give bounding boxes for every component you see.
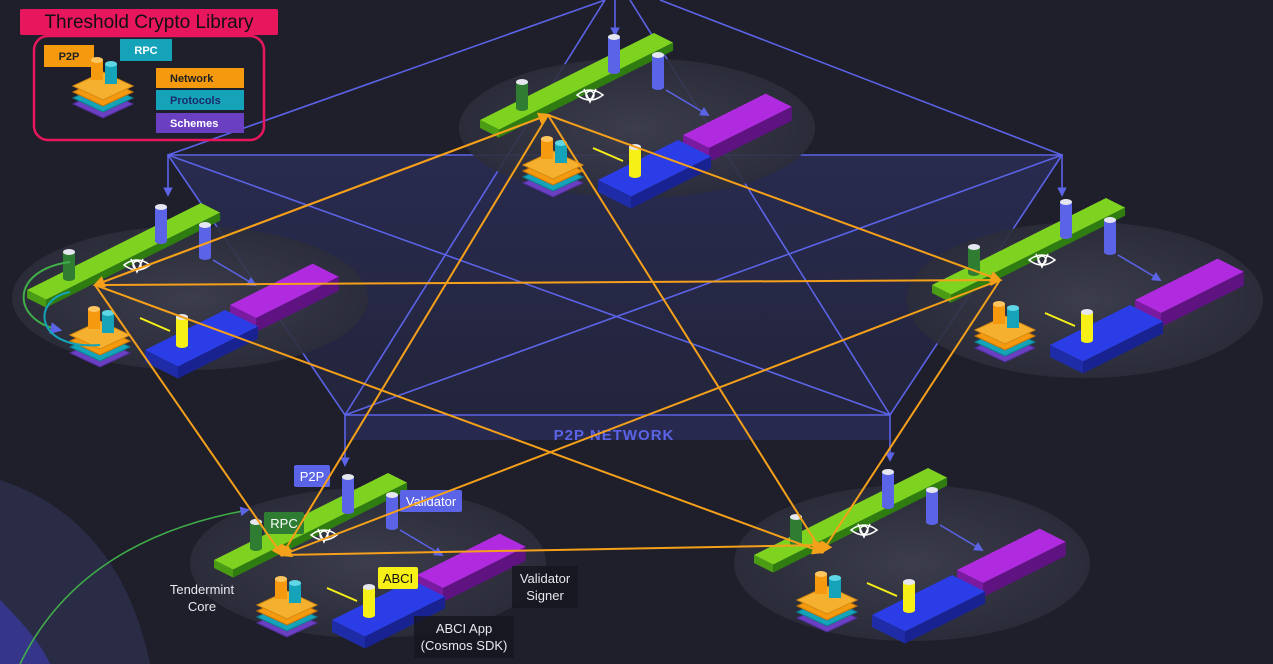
eye-logo-icon xyxy=(1027,253,1057,269)
abci-app-block xyxy=(872,574,986,644)
client-rpc-arrow xyxy=(19,506,250,664)
legend: Threshold Crypto Library P2P RPC Network… xyxy=(20,9,278,142)
legend-p2p-box xyxy=(44,45,94,67)
abci-app-block xyxy=(332,579,446,649)
legend-rpc-box xyxy=(120,39,172,61)
validator-signer-bg xyxy=(512,566,578,608)
layer-stack-icon xyxy=(521,136,585,198)
validator-callout: Validator xyxy=(406,494,457,509)
abci-app-block xyxy=(1050,304,1164,374)
abci-cylinder-icon xyxy=(1081,309,1093,343)
legend-network-label: Network xyxy=(170,73,214,85)
rpc-cylinder-icon xyxy=(63,249,75,281)
p2p-cylinder-icon xyxy=(608,34,620,74)
abci-app-label-line2: (Cosmos SDK) xyxy=(421,638,508,653)
abci-app-block xyxy=(145,309,259,379)
signer-arrow xyxy=(939,524,984,551)
legend-protocols-label: Protocols xyxy=(170,95,221,107)
validator-callout-box xyxy=(400,490,462,512)
validator-node xyxy=(734,468,1090,644)
legend-protocols-box xyxy=(156,90,244,110)
tendermint-core-label-line2: Core xyxy=(188,599,216,614)
abci-callout: ABCI xyxy=(383,571,413,586)
abci-arrow xyxy=(139,317,171,332)
consensus-links xyxy=(92,112,1003,558)
p2p-cylinder-icon xyxy=(342,474,354,514)
p2p-callout-box xyxy=(294,465,330,487)
validator-node xyxy=(459,33,815,209)
abci-arrow xyxy=(326,587,358,602)
signer-arrow xyxy=(212,259,257,286)
abci-arrow xyxy=(1044,312,1076,327)
validator-signer-label-line2: Signer xyxy=(526,588,564,603)
p2p-callout: P2P xyxy=(300,469,325,484)
legend-frame xyxy=(32,34,266,142)
rpc-loop-arrow xyxy=(22,261,71,334)
abci-cylinder-icon xyxy=(903,579,915,613)
validator-node xyxy=(12,203,368,379)
rpc-cylinder-icon xyxy=(968,244,980,276)
validator-cylinder-icon xyxy=(926,487,938,525)
legend-rpc-label: RPC xyxy=(134,45,157,57)
eye-logo-icon xyxy=(849,523,879,539)
background-corner xyxy=(0,600,50,664)
layer-stack-icon xyxy=(255,576,319,638)
validator-cylinder-icon xyxy=(1104,217,1116,255)
abci-cylinder-icon xyxy=(363,584,375,618)
validator-nodes xyxy=(12,33,1263,649)
abci-app-bg xyxy=(414,616,514,658)
layer-stack-icon xyxy=(973,301,1037,363)
signer-arrow xyxy=(665,89,710,116)
abci-arrow xyxy=(866,582,898,597)
callouts: P2P RPC Validator ABCI Tendermint Core V… xyxy=(170,465,578,658)
p2p-cylinder-icon xyxy=(882,469,894,509)
legend-schemes-label: Schemes xyxy=(170,118,218,130)
title-banner xyxy=(20,9,278,35)
page-title: Threshold Crypto Library xyxy=(44,12,254,33)
abci-callout-box xyxy=(378,567,418,589)
p2p-loop-arrow xyxy=(43,291,101,347)
legend-network-box xyxy=(156,68,244,88)
rpc-callout-box xyxy=(264,512,304,534)
legend-p2p-label: P2P xyxy=(59,51,80,63)
p2p-cylinder-icon xyxy=(155,204,167,244)
layer-stack-icon xyxy=(795,571,859,633)
abci-app-label-line1: ABCI App xyxy=(436,621,492,636)
p2p-cylinder-icon xyxy=(1060,199,1072,239)
network-label: P2P NETWORK xyxy=(554,427,675,444)
layer-stack-icon xyxy=(71,57,135,119)
validator-cylinder-icon xyxy=(386,492,398,530)
abci-arrow xyxy=(592,147,624,162)
validator-node xyxy=(190,473,546,649)
layer-stack-icon xyxy=(68,306,132,368)
tendermint-core-label-line1: Tendermint xyxy=(170,582,235,597)
validator-cylinder-icon xyxy=(652,52,664,90)
validator-signer-label-line1: Validator xyxy=(520,571,571,586)
background-arc xyxy=(0,480,150,664)
rpc-callout: RPC xyxy=(270,516,297,531)
eye-logo-icon xyxy=(575,88,605,104)
signer-arrow xyxy=(1117,254,1162,281)
layer-stack-icon xyxy=(71,57,135,119)
abci-app-block xyxy=(598,139,712,209)
validator-cylinder-icon xyxy=(199,222,211,260)
legend-schemes-box xyxy=(156,113,244,133)
signer-arrow xyxy=(399,529,444,556)
rpc-cylinder-icon xyxy=(516,79,528,111)
